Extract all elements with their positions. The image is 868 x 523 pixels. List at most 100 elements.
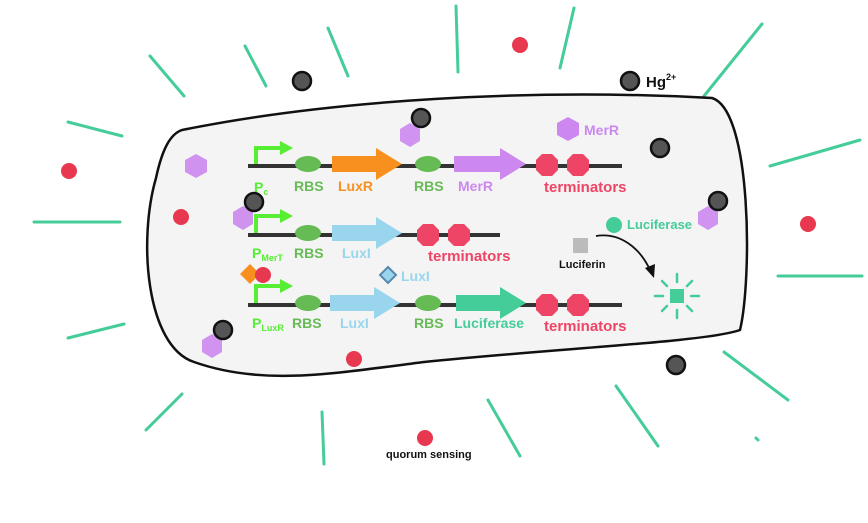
autoinducer-dot	[417, 430, 433, 446]
luciferase-gene-arrow	[456, 287, 526, 319]
promoter-arrowhead	[280, 141, 293, 155]
hg-ions	[212, 70, 729, 376]
merr-hexagon	[400, 123, 420, 147]
merr-hexagons	[185, 123, 718, 358]
light-ray	[243, 44, 268, 88]
luxi-gene-arrow	[332, 217, 402, 249]
promoter-arrow	[254, 214, 282, 233]
promoter-arrowhead	[280, 279, 293, 293]
light-ray	[148, 54, 186, 98]
light-ray	[722, 350, 790, 402]
light-ray	[454, 4, 460, 74]
luxr-gene-arrow	[332, 148, 402, 180]
terminator-octagon	[567, 154, 589, 176]
light-emission-icon	[653, 272, 701, 320]
luxr-protein-diamond	[240, 264, 260, 284]
construct-3: PLuxR RBS LuxI RBS Luciferase terminator…	[252, 279, 627, 335]
light-ray	[558, 6, 576, 70]
luciferin: Luciferin	[559, 238, 606, 271]
terminator-octagon	[567, 294, 589, 316]
autoinducer-dot	[800, 216, 816, 232]
rbs-ellipse	[295, 295, 321, 311]
luciferase-legend-label: Luciferase	[627, 217, 692, 232]
hg-ion	[243, 191, 265, 213]
hg-ion	[410, 107, 432, 129]
terminators-label: terminators	[428, 248, 511, 265]
terminator-octagon	[536, 154, 558, 176]
light-ray	[486, 398, 522, 458]
luxr-label: LuxR	[338, 178, 373, 194]
luciferin-label: Luciferin	[559, 259, 606, 271]
rbs-ellipse	[295, 156, 321, 172]
autoinducer-dot	[173, 209, 189, 225]
hg-legend-label: Hg2+	[646, 72, 676, 91]
light-ray	[614, 384, 660, 448]
luxi-protein: LuxI	[378, 265, 430, 285]
rbs-ellipse	[415, 156, 441, 172]
luciferase-legend: Luciferase	[606, 217, 692, 233]
light-ray	[66, 120, 124, 138]
terminator-octagon	[417, 224, 439, 246]
merr-gene-arrow	[454, 148, 526, 180]
hg-ion	[665, 354, 687, 376]
rbs-label: RBS	[414, 315, 444, 331]
light-ray	[66, 322, 126, 340]
rbs-label: RBS	[292, 315, 322, 331]
light-ray	[326, 26, 350, 78]
hg-ion	[707, 190, 729, 212]
merr-hexagon	[698, 206, 718, 230]
luciferin-square-icon	[573, 238, 588, 253]
light-ray	[768, 138, 862, 168]
autoinducer-dot	[61, 163, 77, 179]
luciferase-gene-label: Luciferase	[454, 315, 524, 331]
promoter-arrow	[254, 284, 282, 303]
hg-ion-icon	[619, 70, 641, 92]
merr-label: MerR	[458, 178, 493, 194]
terminator-octagon	[536, 294, 558, 316]
terminators-label: terminators	[544, 179, 627, 196]
construct-1: Pc RBS LuxR RBS MerR terminators	[254, 141, 627, 197]
hg-ion	[649, 137, 671, 159]
reaction-arrowhead	[645, 264, 655, 278]
luxi-protein-label: LuxI	[401, 268, 430, 284]
terminators-label: terminators	[544, 318, 627, 335]
merr-hexagon	[233, 206, 253, 230]
merr-hexagon	[185, 154, 207, 178]
rbs-label: RBS	[414, 178, 444, 194]
promoter-label: Pc	[254, 179, 268, 197]
promoter-label: PMerT	[252, 245, 283, 263]
rbs-ellipse	[415, 295, 441, 311]
construct-2: PMerT RBS LuxI terminators	[252, 209, 511, 265]
rbs-label: RBS	[294, 245, 324, 261]
merr-legend: MerR	[557, 117, 619, 141]
light-core	[670, 289, 684, 303]
hg-legend: Hg2+	[619, 70, 676, 92]
luxi-gene-arrow	[330, 287, 400, 319]
rbs-ellipse	[295, 225, 321, 241]
luciferase-dot-icon	[606, 217, 622, 233]
light-ray	[702, 22, 764, 98]
rbs-label: RBS	[294, 178, 324, 194]
luxi-label: LuxI	[340, 315, 369, 331]
autoinducer-dots	[61, 37, 816, 446]
light-ray	[144, 392, 184, 432]
terminator-octagon	[448, 224, 470, 246]
light-spark	[660, 304, 669, 313]
light-spark	[685, 279, 694, 288]
merr-hexagon-icon	[557, 117, 579, 141]
merr-legend-label: MerR	[584, 122, 619, 138]
autoinducer-dot	[255, 267, 271, 283]
light-spark	[660, 279, 669, 288]
autoinducer-dot	[512, 37, 528, 53]
promoter-arrow	[254, 146, 282, 164]
promoter-label: PLuxR	[252, 315, 284, 333]
luxi-label: LuxI	[342, 245, 371, 261]
hg-ion	[212, 319, 234, 341]
autoinducer-dot	[346, 351, 362, 367]
promoter-arrowhead	[280, 209, 293, 223]
light-ray	[320, 410, 326, 466]
light-rays	[32, 4, 864, 466]
quorum-sensing-label: quorum sensing	[386, 449, 472, 461]
light-spark	[685, 304, 694, 313]
